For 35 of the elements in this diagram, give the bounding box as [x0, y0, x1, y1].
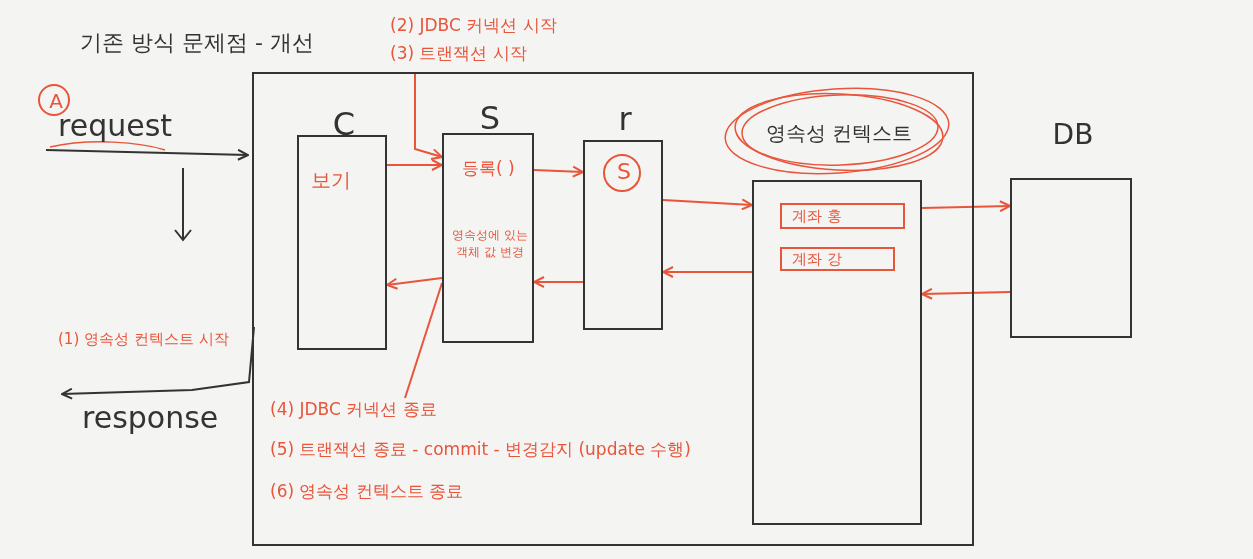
- text-label: response: [82, 400, 219, 435]
- entity-text: 계좌 홍: [792, 207, 842, 226]
- arrow: [921, 287, 1011, 300]
- step-note: (3) 트랜잭션 시작: [390, 42, 527, 65]
- heading: 영속성 컨텍스트: [764, 120, 914, 147]
- step-note: (1) 영속성 컨텍스트 시작: [58, 330, 229, 349]
- arrow: [386, 277, 443, 290]
- entity-box: [780, 247, 895, 271]
- circle-node: [603, 154, 641, 192]
- function-call: 등록( ): [462, 157, 515, 180]
- heading: r: [617, 100, 633, 138]
- title: 기존 방식 문제점 - 개선: [80, 29, 314, 57]
- step-note: (2) JDBC 커넥션 시작: [390, 14, 557, 37]
- heading: DB: [1051, 118, 1095, 151]
- circle-node: [38, 84, 70, 116]
- box-text: 보기: [311, 167, 351, 194]
- entity-text: 계좌 강: [792, 250, 842, 269]
- entity-box: [780, 203, 905, 229]
- arrow: [45, 148, 249, 161]
- step-note: (6) 영속성 컨텍스트 종료: [270, 480, 464, 503]
- heading: C: [331, 105, 357, 143]
- circled-letter: S: [616, 159, 632, 184]
- container-box: [252, 72, 974, 546]
- arrow: [386, 159, 443, 171]
- arrow: [662, 266, 753, 278]
- step-note: (4) JDBC 커넥션 종료: [270, 398, 437, 421]
- arrow: [921, 200, 1011, 213]
- arrow: [61, 326, 255, 400]
- note-text: 영속성에 있는 객체 값 변경: [451, 227, 529, 261]
- arrow: [662, 198, 753, 211]
- step-note: (5) 트랜잭션 종료 - commit - 변경감지 (update 수행): [270, 438, 691, 461]
- arrow: [533, 165, 584, 178]
- arrow: [414, 71, 443, 160]
- arrow: [533, 276, 584, 288]
- heading: S: [478, 99, 502, 137]
